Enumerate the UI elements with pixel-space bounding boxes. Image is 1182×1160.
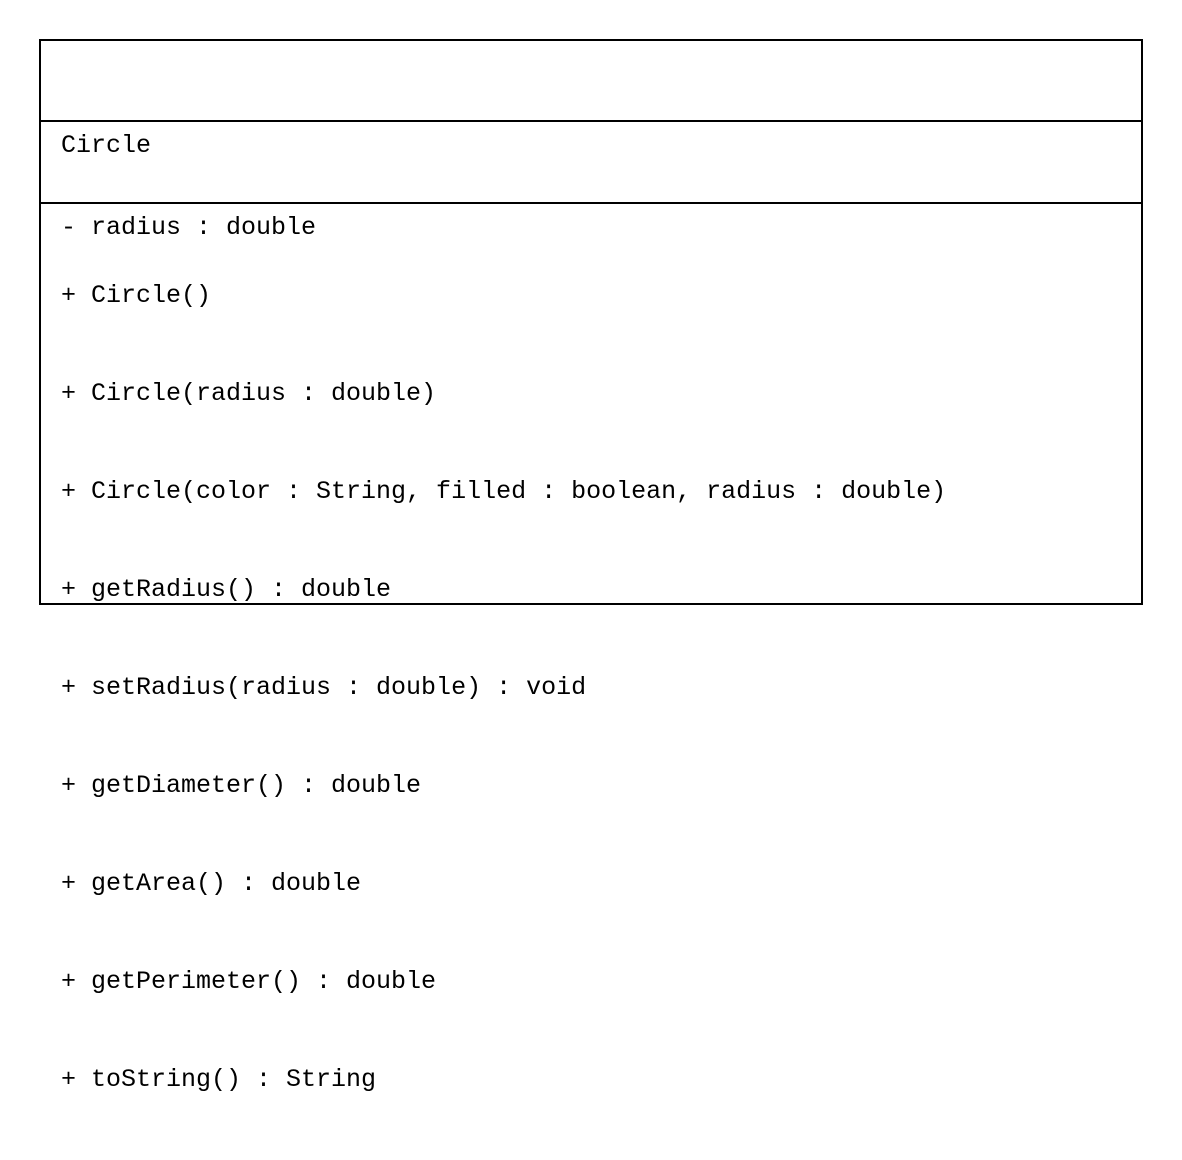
operation-to-string: + toString() : String (61, 1065, 377, 1094)
operation-constructor-full: + Circle(color : String, filled : boolea… (61, 477, 947, 506)
class-name: Circle (61, 131, 152, 160)
class-name-compartment: Circle (41, 41, 1141, 160)
operation-get-area: + getArea() : double (61, 869, 362, 898)
uml-class-box: Circle - radius : double + Circle() + Ci… (39, 39, 1143, 1094)
operation-constructor-default: + Circle() (61, 281, 212, 310)
attribute-radius: - radius : double (61, 213, 317, 242)
operation-constructor-radius: + Circle(radius : double) (61, 379, 437, 408)
operation-get-radius: + getRadius() : double (61, 575, 392, 604)
attributes-compartment: - radius : double (41, 122, 1141, 242)
operations-compartment: + Circle() + Circle(radius : double) + C… (41, 204, 1141, 1160)
operation-get-diameter: + getDiameter() : double (61, 771, 422, 800)
operation-get-perimeter: + getPerimeter() : double (61, 967, 437, 996)
operation-set-radius: + setRadius(radius : double) : void (61, 673, 587, 702)
